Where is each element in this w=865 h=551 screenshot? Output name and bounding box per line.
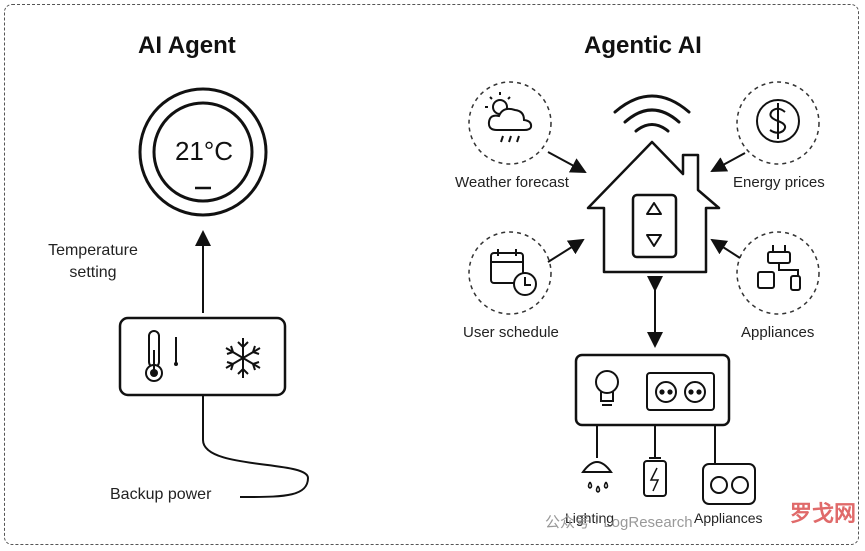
appliances-arrow (710, 238, 741, 259)
thermostat-icon (138, 87, 268, 217)
power-hub (574, 353, 731, 427)
ai-agent-title: AI Agent (138, 32, 236, 59)
appliances-input-label: Appliances (741, 324, 815, 341)
energy-prices-label: Energy prices (733, 174, 825, 191)
appliances-output-label: Appliances (694, 510, 763, 526)
calendar-clock-icon (490, 249, 537, 296)
backup-power-cable (202, 396, 310, 498)
weather-forecast-label: Weather forecast (455, 174, 569, 191)
agentic-ai-title: Agentic AI (584, 32, 702, 59)
watermark-logo: 罗戈网 (790, 501, 857, 526)
wifi-icon (613, 94, 691, 133)
bulb-icon (595, 370, 619, 406)
lighting-label: Lighting (565, 510, 615, 526)
lamp-icon (581, 461, 613, 493)
backup-power-label: Backup power (110, 486, 212, 503)
weather-arrow (547, 151, 587, 173)
dollar-icon (756, 99, 800, 143)
socket-icon (702, 463, 756, 505)
sensor-panel (118, 316, 287, 397)
snowflake-icon (225, 338, 261, 378)
schedule-arrow (547, 238, 585, 263)
appliances-circle (736, 231, 820, 315)
thermostat-temperature: 21°C (175, 136, 233, 166)
house-icon (586, 140, 721, 274)
thermometer-icon (145, 330, 178, 382)
plug-icon (757, 245, 801, 291)
diagram-frame (4, 4, 859, 545)
user-schedule-label: User schedule (463, 324, 559, 341)
temperature-setting-label: Temperature setting (48, 242, 138, 281)
watermark-account: 公众号 · LogResearch (545, 514, 693, 531)
battery-icon (643, 457, 667, 497)
outlet-icon (646, 372, 715, 411)
energy-arrow (710, 152, 746, 172)
weather-cloud-icon (485, 92, 533, 143)
